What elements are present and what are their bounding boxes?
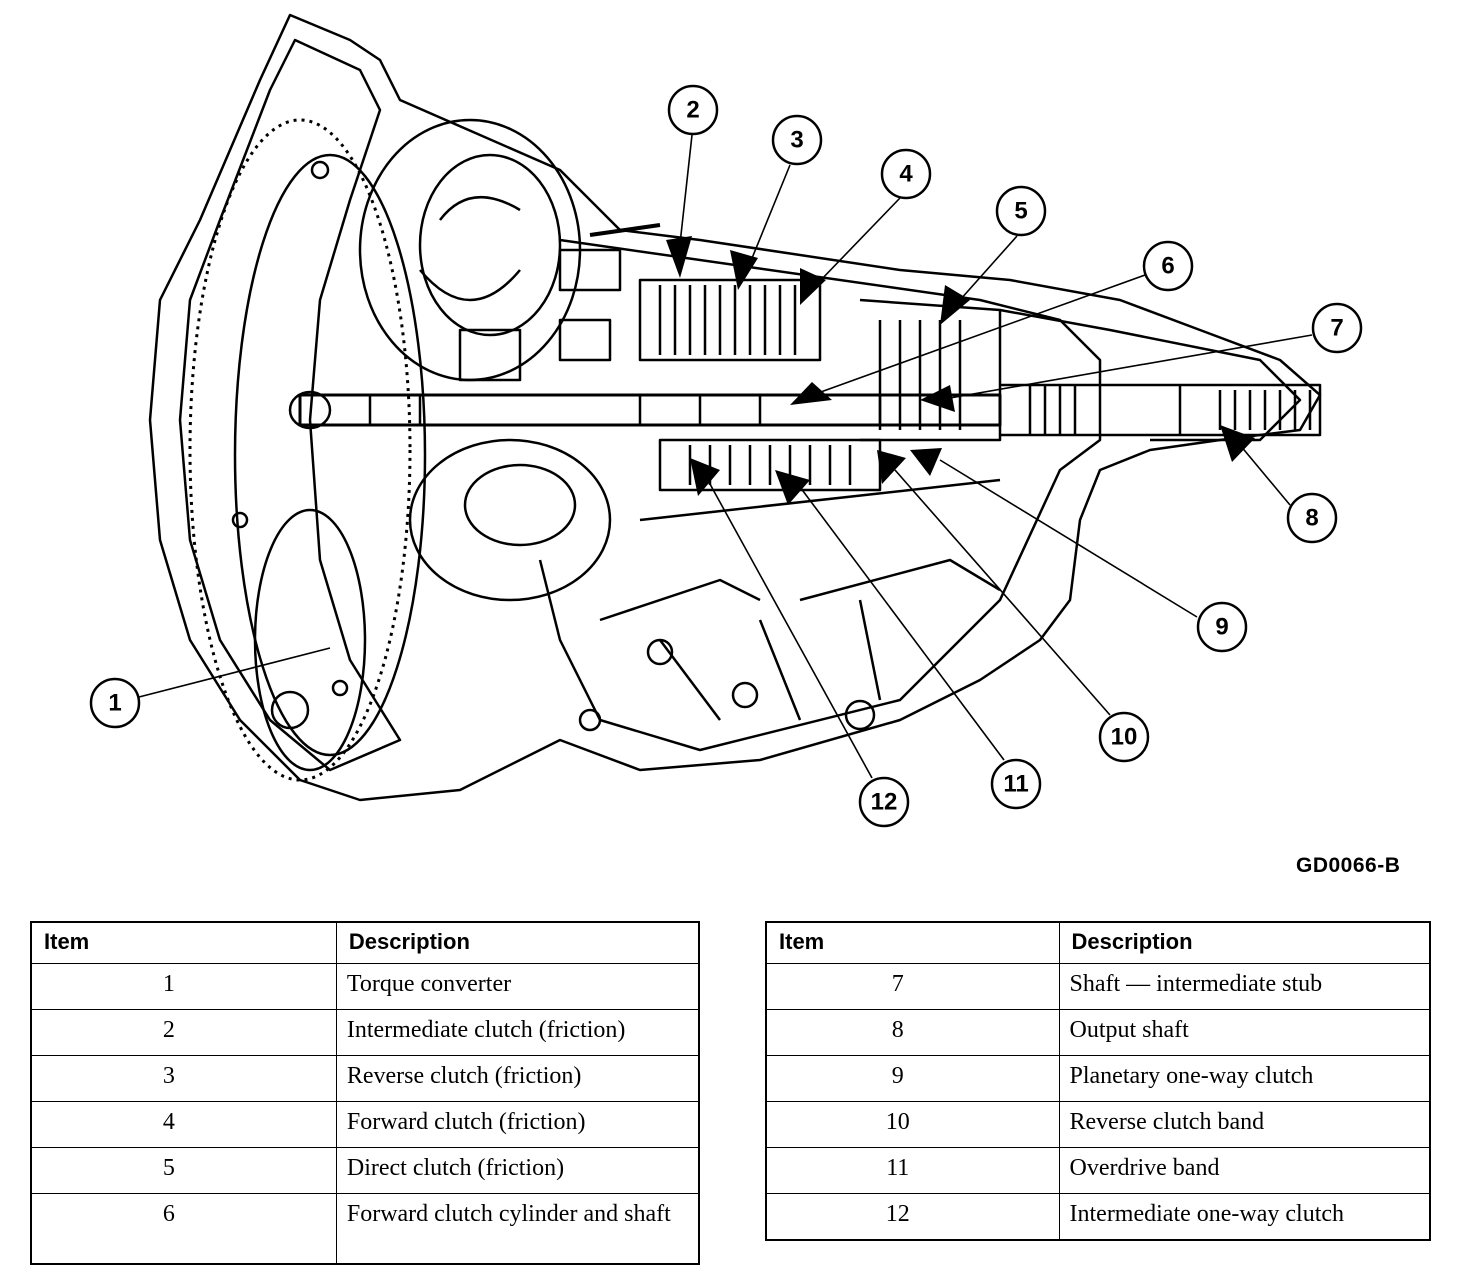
legend-table-right: Item Description 7 Shaft — intermediate … [765, 921, 1431, 1241]
figure-code: GD0066-B [1296, 854, 1401, 877]
callout-7: 7 [1311, 302, 1363, 354]
table-row: 8 Output shaft [765, 1009, 1431, 1056]
header-item: Item [30, 921, 337, 964]
header-description: Description [1058, 921, 1431, 964]
item-description: Forward clutch cylinder and shaft [335, 1193, 700, 1265]
callout-1: 1 [89, 677, 141, 729]
table-row: 5 Direct clutch (friction) [30, 1147, 700, 1194]
item-description: Reverse clutch (friction) [335, 1055, 700, 1102]
callout-3: 3 [771, 114, 823, 166]
callout-6: 6 [1142, 240, 1194, 292]
table-row: 2 Intermediate clutch (friction) [30, 1009, 700, 1056]
transmission-illustration [148, 13, 1322, 802]
callout-8: 8 [1286, 492, 1338, 544]
item-description: Torque converter [335, 963, 700, 1010]
item-description: Forward clutch (friction) [335, 1101, 700, 1148]
item-number: 9 [765, 1055, 1060, 1102]
header-item: Item [765, 921, 1060, 964]
svg-text:9: 9 [1215, 614, 1228, 641]
table-header-row: Item Description [765, 921, 1431, 964]
item-description: Reverse clutch band [1058, 1101, 1431, 1148]
item-description: Output shaft [1058, 1009, 1431, 1056]
svg-text:1: 1 [108, 690, 121, 717]
table-row: 10 Reverse clutch band [765, 1101, 1431, 1148]
table-row: 3 Reverse clutch (friction) [30, 1055, 700, 1102]
item-description: Overdrive band [1058, 1147, 1431, 1194]
item-description: Direct clutch (friction) [335, 1147, 700, 1194]
legend-table-left: Item Description 1 Torque converter 2 In… [30, 921, 700, 1265]
svg-text:7: 7 [1330, 315, 1343, 342]
header-description: Description [335, 921, 700, 964]
item-description: Shaft — intermediate stub [1058, 963, 1431, 1010]
svg-text:3: 3 [790, 127, 803, 154]
svg-text:5: 5 [1014, 198, 1027, 225]
transmission-cutaway-diagram: 1 2 3 4 5 6 7 8 9 10 11 12 [89, 13, 1363, 828]
svg-text:4: 4 [899, 161, 913, 188]
table-row: 11 Overdrive band [765, 1147, 1431, 1194]
callout-12: 12 [858, 776, 910, 828]
item-number: 12 [765, 1193, 1060, 1241]
svg-text:12: 12 [871, 789, 898, 816]
svg-text:10: 10 [1111, 724, 1138, 751]
item-number: 11 [765, 1147, 1060, 1194]
table-row: 7 Shaft — intermediate stub [765, 963, 1431, 1010]
item-number: 1 [30, 963, 337, 1010]
table-row: 9 Planetary one-way clutch [765, 1055, 1431, 1102]
table-header-row: Item Description [30, 921, 700, 964]
svg-text:8: 8 [1305, 505, 1318, 532]
item-number: 7 [765, 963, 1060, 1010]
svg-text:2: 2 [686, 97, 699, 124]
leader-lines [138, 134, 1313, 779]
svg-text:6: 6 [1161, 253, 1174, 280]
item-number: 4 [30, 1101, 337, 1148]
table-row: 1 Torque converter [30, 963, 700, 1010]
item-number: 8 [765, 1009, 1060, 1056]
callout-4: 4 [880, 148, 932, 200]
table-row: 4 Forward clutch (friction) [30, 1101, 700, 1148]
table-row: 6 Forward clutch cylinder and shaft [30, 1193, 700, 1265]
callout-2: 2 [667, 84, 719, 136]
callout-10: 10 [1098, 711, 1150, 763]
item-number: 10 [765, 1101, 1060, 1148]
callout-11: 11 [990, 758, 1042, 810]
item-number: 3 [30, 1055, 337, 1102]
callout-9: 9 [1196, 601, 1248, 653]
item-number: 2 [30, 1009, 337, 1056]
item-description: Planetary one-way clutch [1058, 1055, 1431, 1102]
item-number: 5 [30, 1147, 337, 1194]
item-description: Intermediate clutch (friction) [335, 1009, 700, 1056]
callout-5: 5 [995, 185, 1047, 237]
svg-text:11: 11 [1003, 771, 1028, 798]
table-row: 12 Intermediate one-way clutch [765, 1193, 1431, 1241]
item-number: 6 [30, 1193, 337, 1265]
item-description: Intermediate one-way clutch [1058, 1193, 1431, 1241]
